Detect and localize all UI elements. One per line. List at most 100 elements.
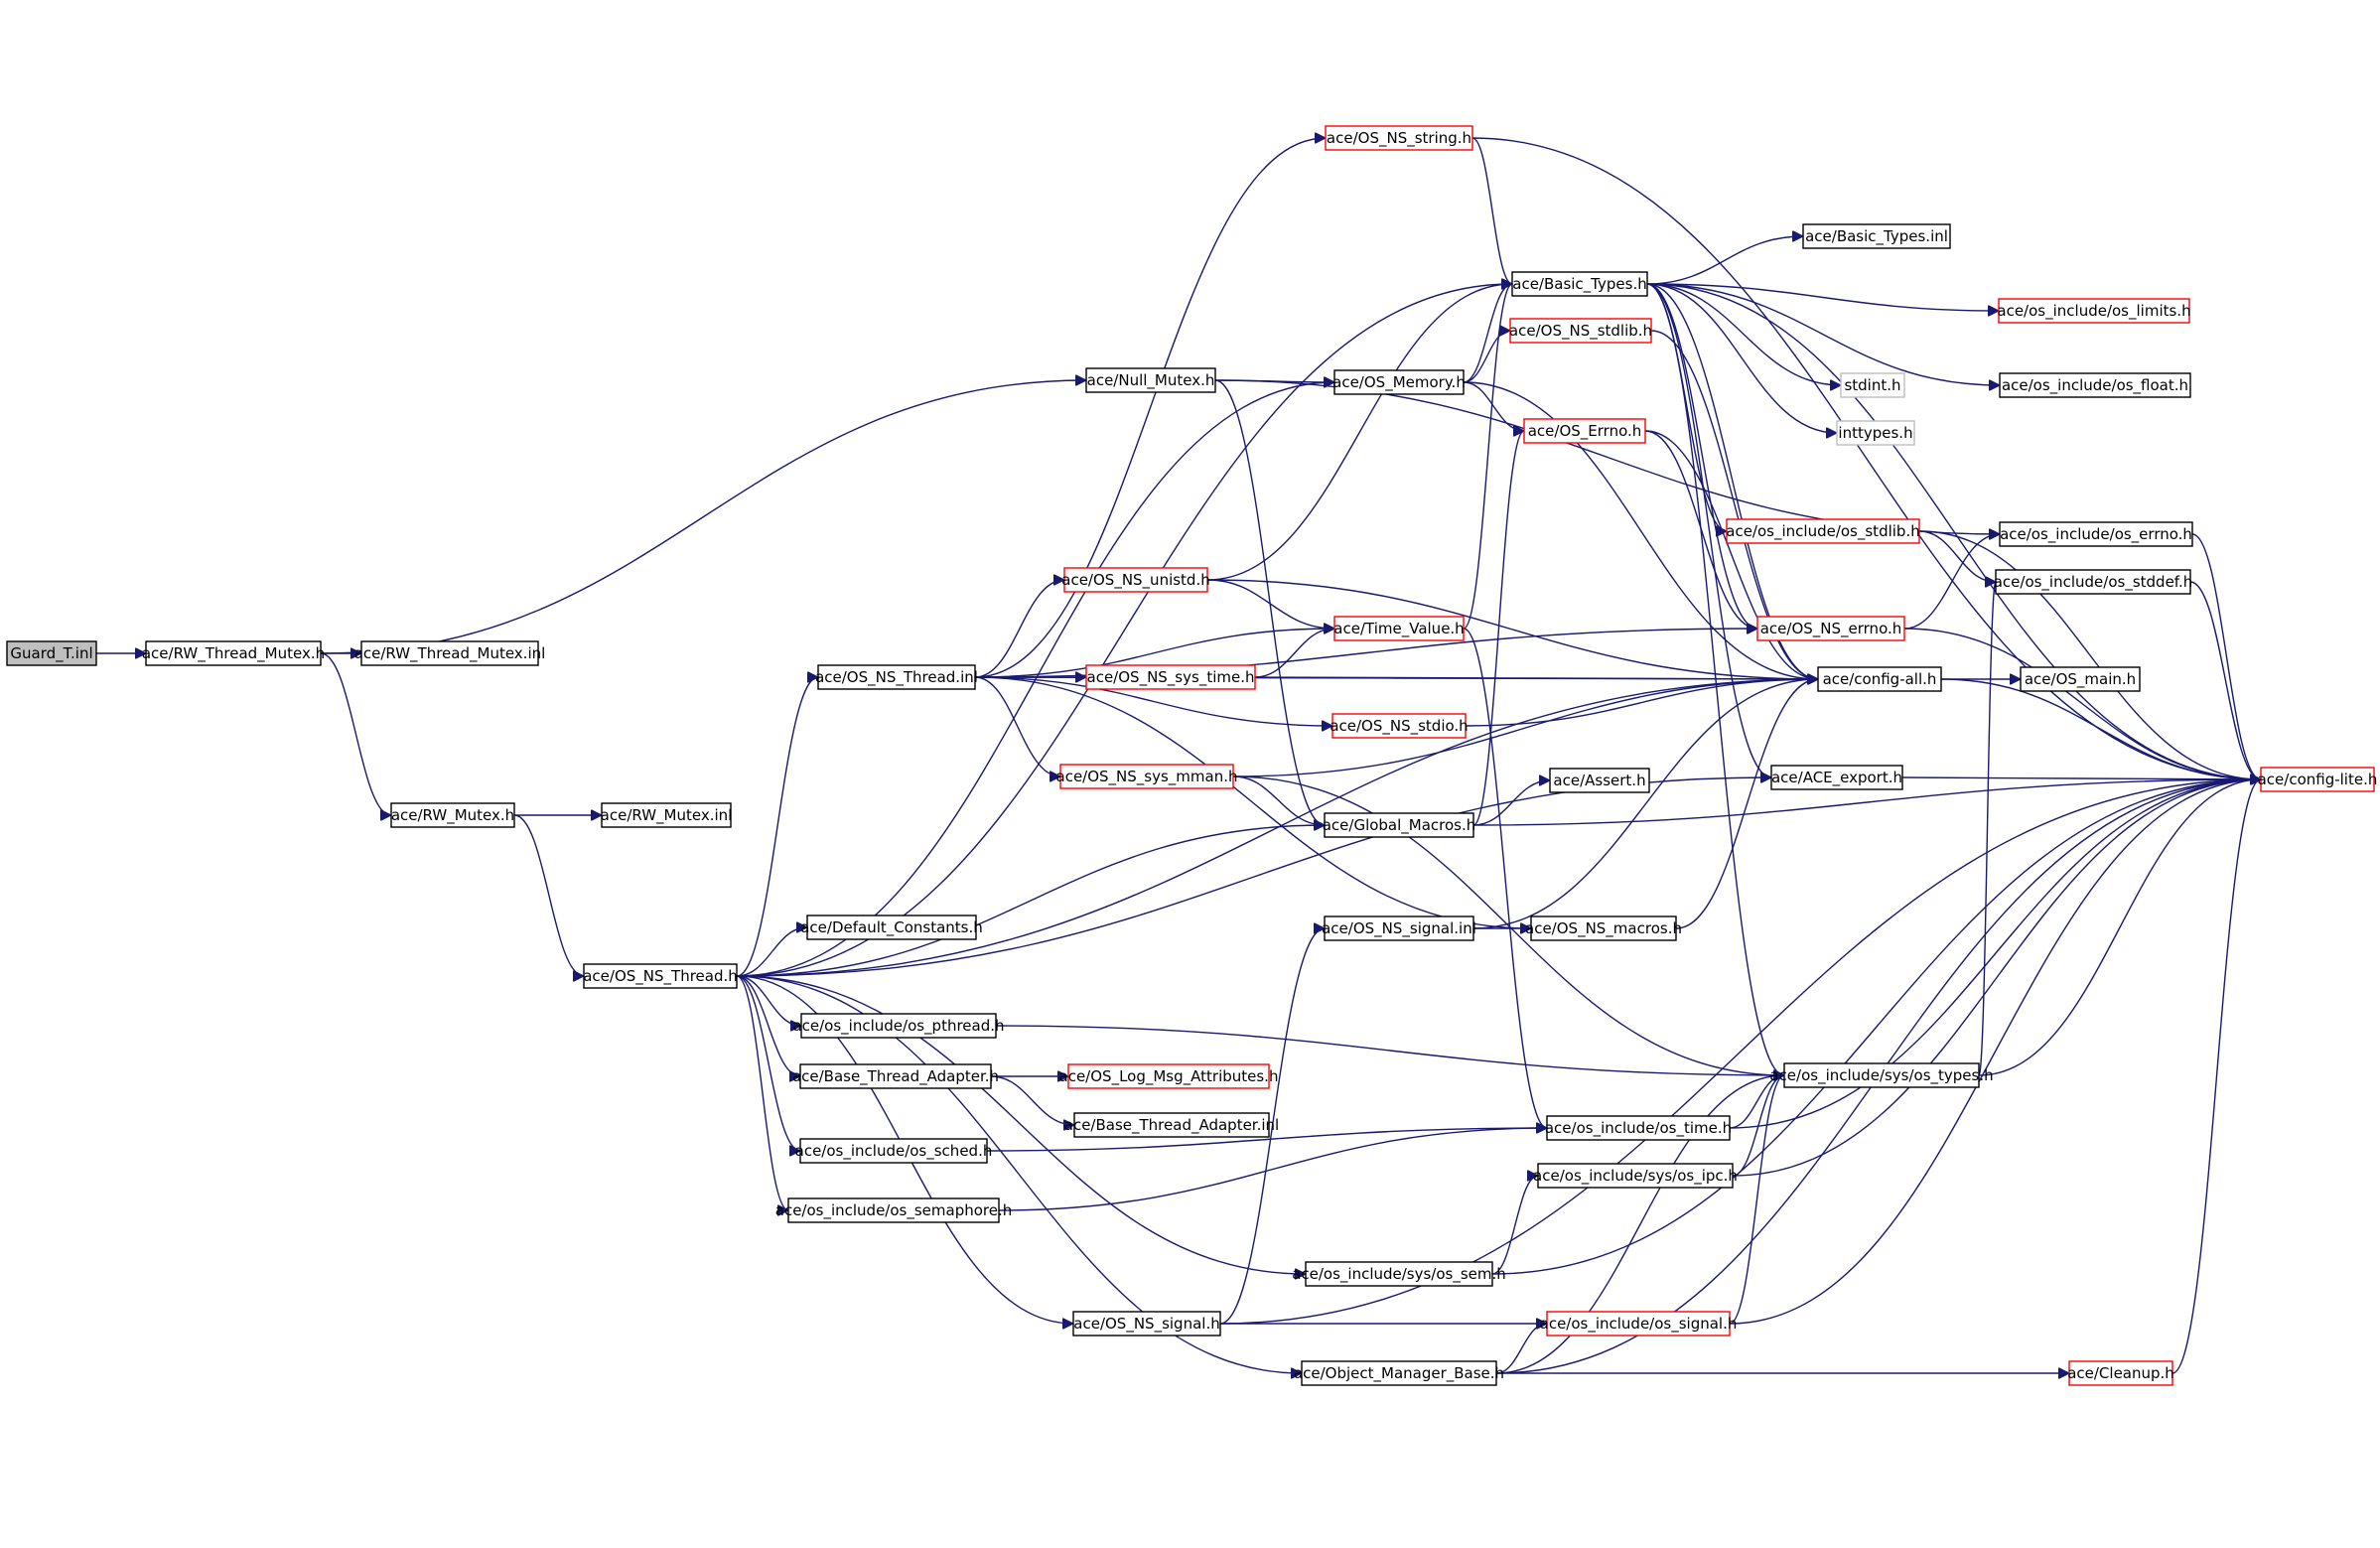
node-label: ace/Base_Thread_Adapter.h (792, 1067, 999, 1086)
node-label: ace/os_include/sys/os_ipc.h (1533, 1167, 1738, 1186)
node-box (800, 1013, 997, 1039)
node-inttypes-h[interactable]: inttypes.h (1836, 420, 1915, 446)
edge-basic_types_h-to-basic_types_inl (1646, 236, 1803, 285)
node-os-ns-macros-h[interactable]: ace/OS_NS_macros.h (1525, 915, 1682, 941)
node-box (1333, 616, 1465, 641)
edge-os_ns_sys_mman_h-to-global_macros_h (1232, 775, 1325, 825)
node-basic-types-inl[interactable]: ace/Basic_Types.inl (1802, 223, 1951, 249)
node-label: ace/Time_Value.h (1333, 620, 1464, 638)
node-os-memory-h[interactable]: ace/OS_Memory.h (1332, 369, 1466, 395)
node-box (1085, 367, 1216, 393)
edge-os_ns_unistd_h-to-config_all_h (1206, 579, 1818, 679)
node-time-value-h[interactable]: ace/Time_Value.h (1333, 616, 1465, 641)
node-os-ns-signal-inl[interactable]: ace/OS_NS_signal.inl (1322, 915, 1476, 941)
node-label: stdint.h (1844, 376, 1900, 394)
node-label: ace/RW_Mutex.h (391, 806, 514, 825)
node-global-macros-h[interactable]: ace/Global_Macros.h (1323, 812, 1476, 838)
node-os-float-h[interactable]: ace/os_include/os_float.h (1999, 372, 2191, 398)
node-rw-thread-mutex-inl[interactable]: ace/RW_Thread_Mutex.inl (354, 640, 546, 666)
edge-os_ns_errno_h-to-os_errno_h (1903, 534, 2000, 630)
node-box (1726, 518, 1920, 544)
edge-os_stddef_h-to-config_lite_h (2189, 581, 2262, 779)
node-default-constants-h[interactable]: ace/Default_Constants.h (800, 915, 983, 940)
edge-os_ns_thread_h-to-os_semaphore_h (736, 975, 789, 1210)
node-os-pthread-h[interactable]: ace/os_include/os_pthread.h (792, 1013, 1005, 1039)
node-box (145, 640, 322, 666)
edge-basic_types_h-to-config_all_h (1646, 283, 1818, 679)
node-base-thread-adapter-inl[interactable]: ace/Base_Thread_Adapter.inl (1064, 1112, 1279, 1138)
edge-os_sched_h-to-os_time_h (986, 1128, 1547, 1152)
node-box (1840, 372, 1905, 398)
node-sys-os-types-h[interactable]: ace/os_include/sys/os_types.h (1769, 1062, 1994, 1088)
node-assert-h[interactable]: ace/Assert.h (1549, 768, 1650, 793)
node-rw-thread-mutex-h[interactable]: ace/RW_Thread_Mutex.h (142, 640, 325, 666)
node-label: Guard_T.inl (10, 644, 92, 663)
node-os-ns-thread-h[interactable]: ace/OS_NS_Thread.h (583, 963, 738, 989)
node-os-time-h[interactable]: ace/os_include/os_time.h (1545, 1115, 1732, 1141)
node-os-main-h[interactable]: ace/OS_main.h (2020, 666, 2141, 692)
edge-basic_types_h-to-os_float_h (1646, 283, 2000, 385)
edge-null_mutex_h-to-os_errno_h (1214, 379, 2000, 534)
node-os-ns-stdio-h[interactable]: ace/OS_NS_stdio.h (1330, 713, 1469, 739)
node-os-stdlib-h[interactable]: ace/os_include/os_stdlib.h (1726, 518, 1920, 544)
node-object-manager-base-h[interactable]: ace/Object_Manager_Base.h (1294, 1360, 1504, 1386)
node-ace-export-h[interactable]: ace/ACE_export.h (1770, 765, 1903, 790)
edge-os_ns_errno_h-to-config_lite_h (1903, 628, 2261, 779)
edge-basic_types_h-to-sys_os_types_h (1646, 283, 1785, 1075)
node-os-ns-errno-h[interactable]: ace/OS_NS_errno.h (1756, 616, 1905, 641)
node-os-semaphore-h[interactable]: ace/os_include/os_semaphore.h (775, 1197, 1013, 1223)
node-os-stddef-h[interactable]: ace/os_include/os_stddef.h (1994, 569, 2193, 595)
node-os-ns-stdlib-h[interactable]: ace/OS_NS_stdlib.h (1509, 318, 1652, 344)
edge-sys_os_types_h-to-config_lite_h (1978, 779, 2261, 1076)
node-base-thread-adapter-h[interactable]: ace/Base_Thread_Adapter.h (792, 1063, 999, 1089)
node-box (1333, 369, 1465, 395)
node-label: ace/Basic_Types.inl (1805, 227, 1948, 246)
node-os-ns-signal-h[interactable]: ace/OS_NS_signal.h (1072, 1311, 1221, 1337)
node-box (1783, 1062, 1980, 1088)
node-label: ace/os_include/sys/os_sem.h (1292, 1265, 1506, 1284)
node-basic-types-h[interactable]: ace/Basic_Types.h (1511, 271, 1648, 297)
node-label: ace/OS_NS_string.h (1327, 129, 1471, 148)
node-os-signal-h[interactable]: ace/os_include/os_signal.h (1540, 1311, 1738, 1337)
node-box (799, 1138, 988, 1164)
node-os-sched-h[interactable]: ace/os_include/os_sched.h (795, 1138, 993, 1164)
node-label: ace/OS_NS_Thread.inl (815, 668, 978, 687)
node-os-ns-thread-inl[interactable]: ace/OS_NS_Thread.inl (815, 664, 978, 690)
edge-os_ns_thread_inl-to-time_value_h (974, 629, 1334, 678)
node-os-limits-h[interactable]: ace/os_include/os_limits.h (1997, 298, 2191, 324)
node-os-ns-string-h[interactable]: ace/OS_NS_string.h (1325, 125, 1473, 151)
node-os-ns-sys-time-h[interactable]: ace/OS_NS_sys_time.h (1085, 664, 1256, 690)
node-os-errno-h-ace[interactable]: ace/OS_Errno.h (1523, 418, 1646, 444)
node-label: ace/config-lite.h (2258, 771, 2378, 788)
node-os-errno-h[interactable]: ace/os_include/os_errno.h (1999, 521, 2193, 547)
node-cleanup-h[interactable]: ace/Cleanup.h (2067, 1360, 2174, 1386)
graph-edges (96, 138, 2262, 1373)
edge-os_ns_thread_h-to-global_macros_h (736, 825, 1325, 977)
edge-os_ns_thread_h-to-ace_export_h (736, 777, 1771, 977)
edge-os_ns_thread_h-to-os_sched_h (736, 975, 801, 1151)
node-config-all-h[interactable]: ace/config-all.h (1817, 666, 1942, 692)
edge-os_semaphore_h-to-os_time_h (998, 1128, 1547, 1211)
node-stdint-h[interactable]: stdint.h (1840, 372, 1905, 398)
node-os-ns-unistd-h[interactable]: ace/OS_NS_unistd.h (1061, 567, 1210, 593)
node-label: ace/os_include/os_errno.h (2000, 525, 2192, 544)
node-os-ns-sys-mman-h[interactable]: ace/OS_NS_sys_mman.h (1056, 764, 1238, 789)
edge-base_thread_adapter_h-to-base_thread_adapter_inl (990, 1075, 1074, 1125)
node-box (6, 640, 97, 666)
node-sys-os-sem-h[interactable]: ace/os_include/sys/os_sem.h (1292, 1261, 1506, 1287)
node-box (1546, 1115, 1731, 1141)
node-os-log-msg-attributes-h[interactable]: ace/OS_Log_Msg_Attributes.h (1059, 1063, 1279, 1089)
node-config-lite-h[interactable]: ace/config-lite.h (2258, 767, 2378, 792)
edge-basic_types_h-to-inttypes_h (1646, 283, 1837, 433)
node-rw-mutex-h[interactable]: ace/RW_Mutex.h (390, 802, 515, 828)
edge-os_time_h-to-config_lite_h (1729, 779, 2261, 1129)
node-box (1301, 1360, 1497, 1386)
edge-os_ns_thread_h-to-config_all_h (736, 679, 1818, 977)
node-rw-mutex-inl[interactable]: ace/RW_Mutex.inl (601, 802, 733, 828)
node-sys-os-ipc-h[interactable]: ace/os_include/sys/os_ipc.h (1533, 1163, 1738, 1189)
node-box (1549, 768, 1650, 793)
node-null-mutex-h[interactable]: ace/Null_Mutex.h (1085, 367, 1216, 393)
node-guard-t-inl[interactable]: Guard_T.inl (6, 640, 97, 666)
edge-os_errno_h-to-config_lite_h (2191, 533, 2262, 779)
node-box (1325, 125, 1473, 151)
